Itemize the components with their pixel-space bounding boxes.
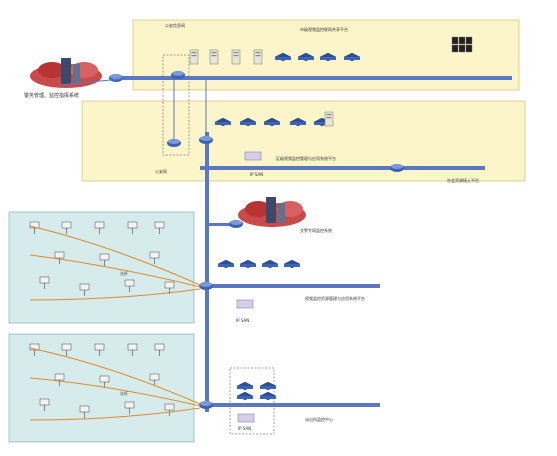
bottom-platform-2-label: 派出所监控中心: [305, 416, 333, 422]
vertical-backbone: [205, 132, 209, 412]
right-platform-label: 社会资源接入平台: [447, 177, 479, 183]
top-platform-label: 市级视频监控联网共享平台: [300, 26, 348, 32]
mid-switch-device-3: [289, 117, 307, 127]
zone1-camera-8: [39, 276, 50, 289]
router-3: [390, 164, 404, 172]
mid-server-device-0: [324, 111, 334, 127]
backbone-bottom-1: [205, 284, 380, 288]
zone1-camera-10: [124, 279, 135, 292]
campus-zone-1: [8, 211, 195, 324]
router-0: [109, 74, 123, 82]
bot1-switch-device-0: [217, 259, 235, 269]
mid-switch-device-0: [214, 117, 232, 127]
top-server-device-3: [253, 49, 263, 65]
bot2b-switch-device-0: [236, 391, 254, 401]
ip-san-1-label: IP SAN: [250, 172, 263, 177]
top-server-device-0: [189, 49, 199, 65]
mid-platform-label: 区级视频监控管理与应用系统平台: [276, 155, 336, 161]
bot2-switch-device-1: [259, 381, 277, 391]
top-backbone: [120, 76, 512, 80]
zone2-camera-2: [94, 343, 105, 356]
fiber-link-2: [29, 288, 201, 301]
zone1-camera-4: [154, 221, 165, 234]
video-wall-tile: [458, 44, 466, 53]
backbone-bottom-2: [205, 403, 380, 407]
zone1-camera-0: [29, 221, 40, 234]
cloud-left: [30, 58, 102, 88]
top-switch-device-1: [297, 52, 315, 62]
video-wall-tile: [458, 36, 466, 45]
zone1-camera-7: [149, 251, 160, 264]
fiber-link-0: [29, 225, 201, 286]
router-6: [229, 220, 243, 228]
zone1-camera-1: [61, 221, 72, 234]
fiber-link-3: [29, 347, 201, 405]
router-7: [171, 71, 185, 79]
cloud-link: [205, 223, 240, 226]
fiber-link-1: [29, 254, 201, 288]
ip-san-2-label: IP SAN: [236, 318, 249, 323]
bot1-switch-device-3: [283, 259, 301, 269]
mid-zone-title: 公安网: [155, 168, 167, 174]
zone2-camera-4: [154, 343, 165, 356]
video-wall-tile: [451, 44, 459, 53]
video-wall-tile: [451, 36, 459, 45]
top-switch-device-2: [319, 52, 337, 62]
cloud-left-label: 警务管理、监控指挥系统: [24, 92, 79, 99]
zone2-camera-8: [39, 398, 50, 411]
top-zone-title: 公安信息网: [165, 22, 185, 28]
mid-switch-device-1: [239, 117, 257, 127]
zone1-camera-3: [127, 221, 138, 234]
ip-san-3-label: IP SAN: [238, 426, 251, 431]
zone1-camera-9: [79, 283, 90, 296]
zone2-camera-3: [127, 343, 138, 356]
router-4: [199, 282, 213, 290]
video-wall-tile: [465, 36, 473, 45]
bot2-switch-device-0: [236, 381, 254, 391]
storage-box: [229, 367, 275, 435]
mid-switch-device-2: [263, 117, 281, 127]
ipsan-rack-1: [236, 299, 254, 309]
top-server-device-1: [209, 49, 219, 65]
middle-cloud-label: 交警专网监控系统: [300, 227, 332, 233]
top-server-device-2: [231, 49, 241, 65]
cloud-middle: [238, 197, 306, 227]
fiber-2-label: 光纤: [120, 390, 128, 396]
bot1-switch-device-2: [261, 259, 279, 269]
zone2-camera-0: [29, 343, 40, 356]
router-1: [199, 136, 213, 144]
ipsan-rack-2: [237, 413, 255, 423]
zone2-camera-1: [61, 343, 72, 356]
ipsan-rack-0: [244, 151, 262, 161]
zone2-camera-11: [164, 403, 175, 416]
top-switch-device-0: [274, 52, 292, 62]
zone1-camera-6: [99, 253, 110, 266]
top-switch-device-3: [343, 52, 361, 62]
zone2-camera-10: [124, 401, 135, 414]
fiber-1-label: 光纤: [120, 270, 128, 276]
zone1-camera-2: [94, 221, 105, 234]
link-0: [59, 77, 131, 86]
fiber-link-5: [29, 407, 201, 421]
router-5: [199, 401, 213, 409]
bot1-switch-device-1: [239, 259, 257, 269]
campus-zone-2: [8, 333, 195, 443]
bot2b-switch-device-1: [259, 391, 277, 401]
fiber-link-4: [29, 377, 201, 407]
mid-backbone: [200, 166, 485, 170]
zone2-camera-9: [79, 405, 90, 418]
video-wall-tile: [465, 44, 473, 53]
bottom-platform-1-label: 视频监控资源管理与应用系统平台: [305, 295, 365, 301]
router-2: [167, 139, 181, 147]
